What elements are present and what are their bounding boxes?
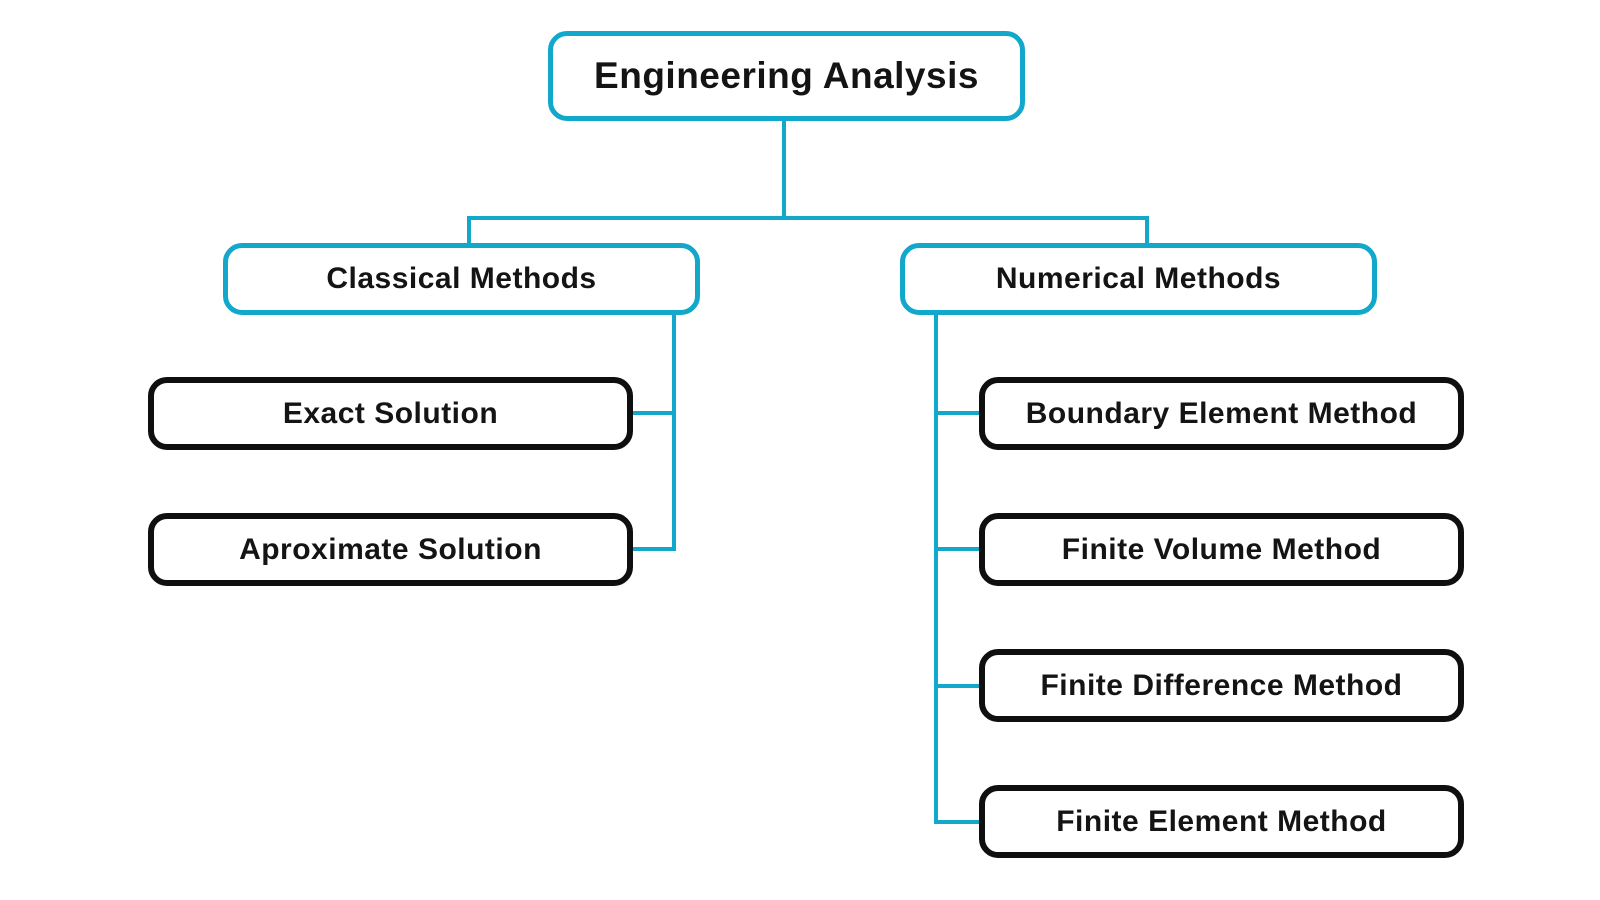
connector-rail-numerical (934, 313, 979, 824)
node-finite-volume-method: Finite Volume Method (979, 513, 1464, 586)
node-engineering-analysis-label: Engineering Analysis (594, 55, 979, 96)
node-boundary-element-method-label: Boundary Element Method (1025, 396, 1418, 430)
node-numerical-methods-label: Numerical Methods (995, 262, 1282, 295)
node-finite-element-method: Finite Element Method (979, 785, 1464, 858)
node-exact-solution: Exact Solution (148, 377, 633, 450)
node-finite-difference-method: Finite Difference Method (979, 649, 1464, 722)
node-finite-element-method-label: Finite Element Method (1056, 804, 1387, 838)
connector-rail-classical (633, 313, 676, 551)
node-boundary-element-method: Boundary Element Method (979, 377, 1464, 450)
node-aproximate-solution-label: Aproximate Solution (239, 532, 542, 566)
node-aproximate-solution: Aproximate Solution (148, 513, 633, 586)
node-engineering-analysis: Engineering Analysis (548, 31, 1025, 121)
node-exact-solution-label: Exact Solution (282, 396, 499, 430)
node-finite-difference-method-label: Finite Difference Method (1040, 668, 1403, 702)
node-finite-volume-method-label: Finite Volume Method (1061, 532, 1382, 566)
node-classical-methods-label: Classical Methods (326, 262, 597, 295)
node-classical-methods: Classical Methods (223, 243, 700, 315)
node-numerical-methods: Numerical Methods (900, 243, 1377, 315)
